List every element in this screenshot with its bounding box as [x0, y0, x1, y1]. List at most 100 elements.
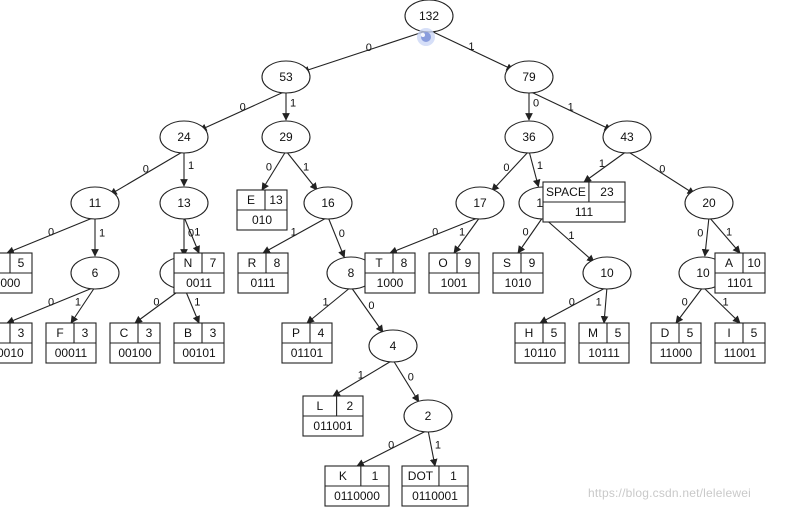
leaf-symbol: D — [661, 326, 670, 340]
node-n29: 29 — [261, 120, 311, 154]
edge-label: 0 — [143, 164, 149, 176]
leaf-count: 10 — [747, 256, 761, 270]
edge-n20-lA — [708, 216, 741, 254]
edge-label: 1 — [726, 226, 732, 238]
node-weight: 10 — [696, 266, 710, 280]
edge-n43-n20 — [626, 150, 696, 195]
leaf-count: 3 — [82, 326, 89, 340]
node-ellipse — [261, 120, 311, 154]
leaf-code: 01101 — [291, 346, 324, 360]
node-ellipse — [70, 186, 120, 220]
edge-n29-lE — [261, 150, 287, 191]
leaf-code: 1010 — [505, 276, 532, 290]
node-ellipse — [582, 256, 632, 290]
leaf-count: 8 — [274, 256, 281, 270]
node-weight: 10 — [600, 266, 614, 280]
edge-n10a-lM — [600, 286, 609, 324]
node-weight: 132 — [419, 9, 439, 23]
edge-label: 0 — [153, 296, 159, 308]
leaf-lS: S 9 1010 — [492, 252, 544, 294]
edge-n16-lR — [262, 216, 329, 254]
leaf-code: 1000 — [377, 276, 404, 290]
leaf-symbol: DOT — [408, 469, 434, 483]
node-ellipse — [455, 186, 505, 220]
leaf-code: 10110 — [524, 346, 557, 360]
leaf-count: 9 — [529, 256, 536, 270]
leaf-symbol: G — [0, 326, 1, 340]
edge-label: 0 — [368, 300, 374, 312]
node-weight: 20 — [702, 196, 716, 210]
node-ellipse — [159, 186, 209, 220]
leaf-count: 3 — [210, 326, 217, 340]
leaf-count: 5 — [687, 326, 694, 340]
edge-n53-n24 — [198, 90, 287, 131]
node-n132: 132 — [404, 0, 454, 33]
edges-layer — [6, 29, 741, 467]
edge-n19-n10a — [542, 216, 595, 263]
edge-n24-n11 — [109, 150, 185, 196]
node-n11: 11 — [70, 186, 120, 220]
node-ellipse — [403, 399, 453, 433]
leaf-symbol: E — [247, 193, 255, 207]
edge-label: 0 — [388, 439, 394, 451]
leaf-count: 2 — [346, 399, 353, 413]
node-n8: 8 — [326, 256, 376, 290]
leaf-symbol: F — [56, 326, 63, 340]
leaf-count: 3 — [18, 326, 25, 340]
edge-n4-lL — [332, 359, 394, 397]
edge-label: 1 — [459, 226, 465, 238]
leaf-symbol: N — [184, 256, 193, 270]
leaf-count: 5 — [18, 256, 25, 270]
leaf-count: 23 — [600, 185, 614, 199]
node-weight: 29 — [279, 130, 293, 144]
node-weight: 2 — [425, 409, 432, 423]
edge-n36-n19 — [528, 150, 541, 188]
node-weight: 8 — [348, 266, 355, 280]
edge-label: 1 — [722, 296, 728, 308]
leaf-symbol: B — [184, 326, 192, 340]
leaf-count: 1 — [450, 469, 457, 483]
edge-label: 1 — [303, 162, 309, 174]
leaf-code: 0111 — [251, 276, 276, 290]
node-n6a: 6 — [70, 256, 120, 290]
node-weight: 6 — [92, 266, 99, 280]
leaf-count: 3 — [146, 326, 153, 340]
edge-label: 0 — [569, 296, 575, 308]
edge-label: 1 — [537, 160, 543, 172]
leaf-code: 011001 — [313, 419, 352, 433]
leaf-count: 5 — [551, 326, 558, 340]
edge-label: 0 — [682, 296, 688, 308]
leaf-symbol: C — [120, 326, 129, 340]
node-weight: 43 — [620, 130, 634, 144]
node-weight: 13 — [177, 196, 191, 210]
leaf-lC: C 3 00100 — [109, 322, 161, 364]
leaf-code: 00100 — [118, 346, 152, 360]
leaf-count: 9 — [465, 256, 472, 270]
leaf-symbol: S — [503, 256, 511, 270]
edge-label: 0 — [366, 42, 372, 54]
edge-label: 1 — [435, 439, 441, 451]
edge-n79-n43 — [528, 90, 613, 131]
node-weight: 16 — [321, 196, 335, 210]
edge-label: 0 — [266, 162, 272, 174]
node-weight: 36 — [522, 130, 536, 144]
leaf-symbol: I — [727, 326, 730, 340]
edge-n10b-lI — [702, 286, 741, 324]
edge-n10a-lH — [539, 286, 608, 324]
node-n43: 43 — [602, 120, 652, 154]
edge-label: 1 — [468, 41, 474, 53]
edge-n2-lDOT — [427, 429, 438, 467]
edge-n8-n4 — [350, 286, 384, 333]
leaf-count: 1 — [372, 469, 379, 483]
node-ellipse — [159, 120, 209, 154]
